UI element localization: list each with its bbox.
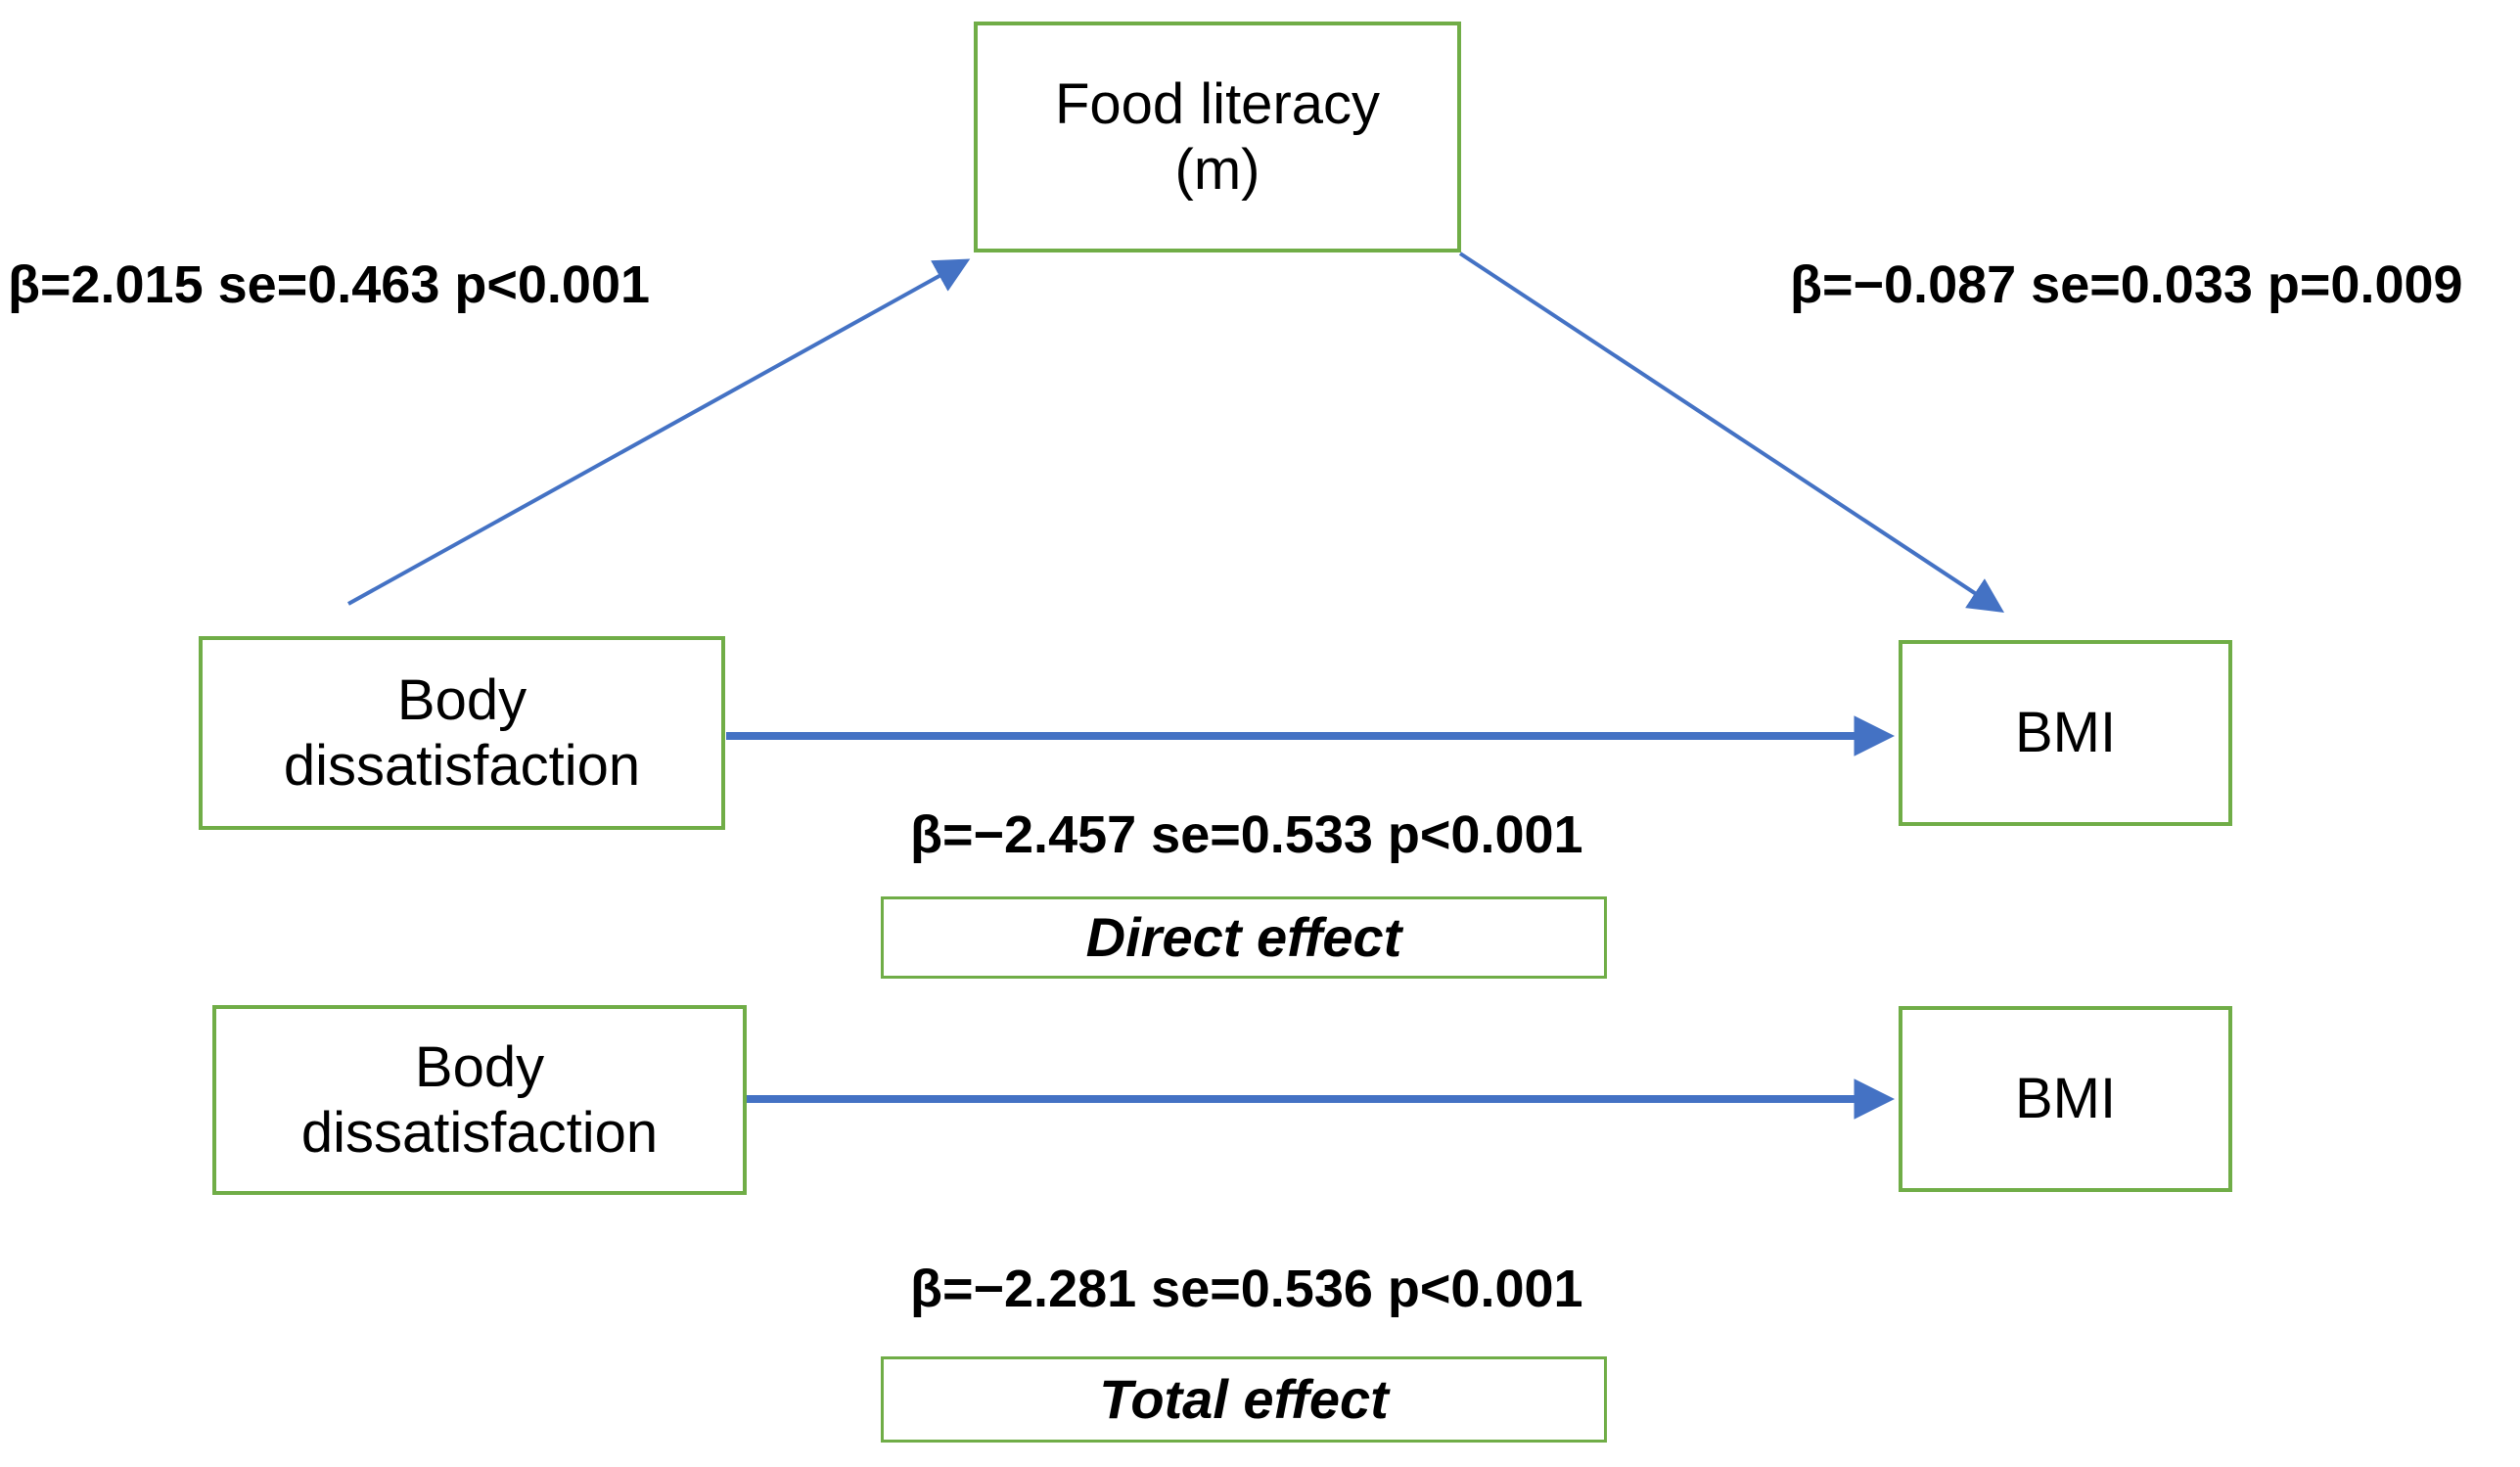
- effect-box-total[interactable]: Total effect: [881, 1356, 1607, 1443]
- node-body-dissatisfaction-direct-label: Body dissatisfaction: [283, 667, 641, 798]
- path-total-stat: β=−2.281 se=0.536 p<0.001: [910, 1260, 1583, 1318]
- path-direct-stat: β=−2.457 se=0.533 p<0.001: [910, 805, 1583, 864]
- node-food-literacy-label: Food literacy (m): [1054, 71, 1381, 202]
- node-body-dissatisfaction-total[interactable]: Body dissatisfaction: [212, 1005, 747, 1195]
- node-bmi-total-label: BMI: [2014, 1067, 2117, 1131]
- node-bmi-direct[interactable]: BMI: [1899, 640, 2232, 826]
- effect-box-total-label: Total effect: [1099, 1368, 1389, 1431]
- effect-box-direct-label: Direct effect: [1085, 906, 1402, 969]
- node-body-dissatisfaction-total-label: Body dissatisfaction: [300, 1034, 659, 1165]
- node-bmi-total[interactable]: BMI: [1899, 1006, 2232, 1192]
- effect-box-direct[interactable]: Direct effect: [881, 896, 1607, 979]
- path-a-stat: β=2.015 se=0.463 p<0.001: [8, 255, 651, 314]
- node-food-literacy[interactable]: Food literacy (m): [974, 22, 1461, 252]
- node-bmi-direct-label: BMI: [2014, 701, 2117, 765]
- path-b-stat: β=−0.087 se=0.033 p=0.009: [1790, 255, 2463, 314]
- node-body-dissatisfaction-direct[interactable]: Body dissatisfaction: [199, 636, 725, 830]
